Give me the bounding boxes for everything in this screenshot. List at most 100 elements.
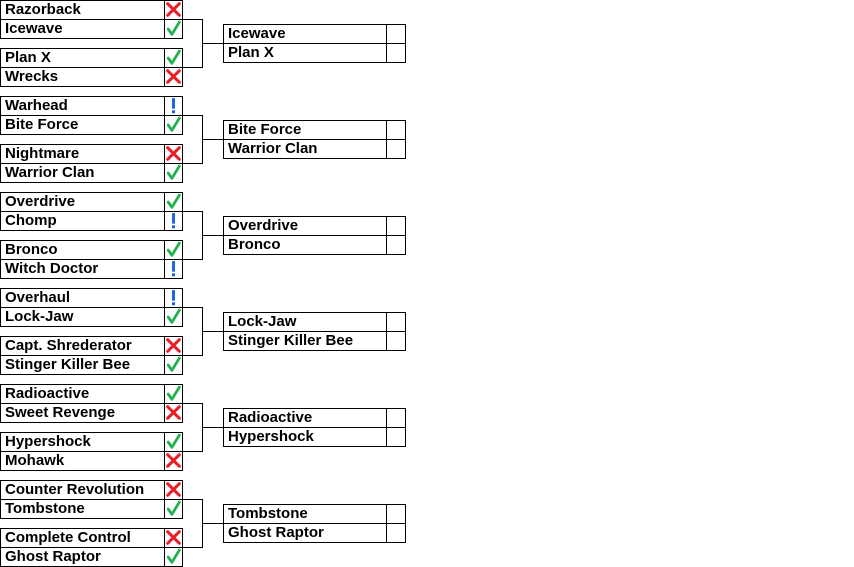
- result-marker: [164, 288, 183, 308]
- result-marker: [164, 480, 183, 500]
- connector-line: [183, 499, 203, 500]
- competitor-name: Witch Doctor: [0, 259, 165, 279]
- result-box: [386, 43, 406, 63]
- round2-competitor-name: Bite Force: [223, 120, 387, 140]
- competitor-name: Overhaul: [0, 288, 165, 308]
- result-box: [386, 139, 406, 159]
- round2-competitor-name: Warrior Clan: [223, 139, 387, 159]
- check-icon: [166, 308, 181, 324]
- competitor-name: Radioactive: [0, 384, 165, 404]
- competitor-name: Hypershock: [0, 432, 165, 452]
- result-marker: [164, 355, 183, 375]
- exclamation-icon: [172, 98, 175, 114]
- connector-line: [183, 547, 203, 548]
- competitor-name: Wrecks: [0, 67, 165, 87]
- result-box: [386, 523, 406, 543]
- cross-icon: [166, 453, 181, 468]
- result-marker: [164, 192, 183, 212]
- connector-line: [183, 67, 203, 68]
- connector-line: [202, 139, 223, 140]
- competitor-name: Mohawk: [0, 451, 165, 471]
- connector-line: [202, 427, 223, 428]
- connector-line: [183, 451, 203, 452]
- cross-icon: [166, 530, 181, 545]
- result-marker: [164, 163, 183, 183]
- connector-line: [202, 235, 223, 236]
- result-box: [386, 331, 406, 351]
- connector-line: [183, 211, 203, 212]
- result-marker: [164, 19, 183, 39]
- connector-line: [183, 307, 203, 308]
- competitor-name: Sweet Revenge: [0, 403, 165, 423]
- competitor-name: Stinger Killer Bee: [0, 355, 165, 375]
- cross-icon: [166, 482, 181, 497]
- result-marker: [164, 403, 183, 423]
- result-marker: [164, 499, 183, 519]
- competitor-name: Nightmare: [0, 144, 165, 164]
- round2-competitor-name: Ghost Raptor: [223, 523, 387, 543]
- competitor-name: Bronco: [0, 240, 165, 260]
- check-icon: [166, 49, 181, 65]
- round2-competitor-name: Radioactive: [223, 408, 387, 428]
- result-marker: [164, 96, 183, 116]
- check-icon: [166, 241, 181, 257]
- result-box: [386, 24, 406, 44]
- connector-line: [183, 403, 203, 404]
- check-icon: [166, 20, 181, 36]
- connector-line: [183, 355, 203, 356]
- result-marker: [164, 48, 183, 68]
- round2-competitor-name: Icewave: [223, 24, 387, 44]
- competitor-name: Counter Revolution: [0, 480, 165, 500]
- cross-icon: [166, 405, 181, 420]
- connector-line: [202, 331, 223, 332]
- result-marker: [164, 259, 183, 279]
- competitor-name: Bite Force: [0, 115, 165, 135]
- exclamation-icon: [172, 213, 175, 229]
- round2-competitor-name: Overdrive: [223, 216, 387, 236]
- check-icon: [166, 385, 181, 401]
- round2-competitor-name: Bronco: [223, 235, 387, 255]
- check-icon: [166, 548, 181, 564]
- competitor-name: Tombstone: [0, 499, 165, 519]
- cross-icon: [166, 338, 181, 353]
- check-icon: [166, 193, 181, 209]
- connector-line: [202, 43, 223, 44]
- result-marker: [164, 211, 183, 231]
- result-marker: [164, 0, 183, 20]
- result-marker: [164, 528, 183, 548]
- round2-competitor-name: Plan X: [223, 43, 387, 63]
- result-marker: [164, 336, 183, 356]
- check-icon: [166, 500, 181, 516]
- connector-line: [183, 115, 203, 116]
- result-box: [386, 120, 406, 140]
- result-marker: [164, 67, 183, 87]
- competitor-name: Overdrive: [0, 192, 165, 212]
- exclamation-icon: [172, 261, 175, 277]
- result-marker: [164, 240, 183, 260]
- competitor-name: Lock-Jaw: [0, 307, 165, 327]
- competitor-name: Razorback: [0, 0, 165, 20]
- connector-line: [183, 259, 203, 260]
- result-marker: [164, 384, 183, 404]
- round2-competitor-name: Stinger Killer Bee: [223, 331, 387, 351]
- competitor-name: Complete Control: [0, 528, 165, 548]
- result-box: [386, 427, 406, 447]
- connector-line: [202, 523, 223, 524]
- result-box: [386, 216, 406, 236]
- competitor-name: Capt. Shrederator: [0, 336, 165, 356]
- result-marker: [164, 432, 183, 452]
- cross-icon: [166, 146, 181, 161]
- check-icon: [166, 164, 181, 180]
- result-box: [386, 312, 406, 332]
- result-marker: [164, 115, 183, 135]
- result-box: [386, 408, 406, 428]
- cross-icon: [166, 69, 181, 84]
- connector-line: [183, 19, 203, 20]
- competitor-name: Icewave: [0, 19, 165, 39]
- round2-competitor-name: Hypershock: [223, 427, 387, 447]
- result-box: [386, 235, 406, 255]
- result-marker: [164, 144, 183, 164]
- competitor-name: Chomp: [0, 211, 165, 231]
- round2-competitor-name: Tombstone: [223, 504, 387, 524]
